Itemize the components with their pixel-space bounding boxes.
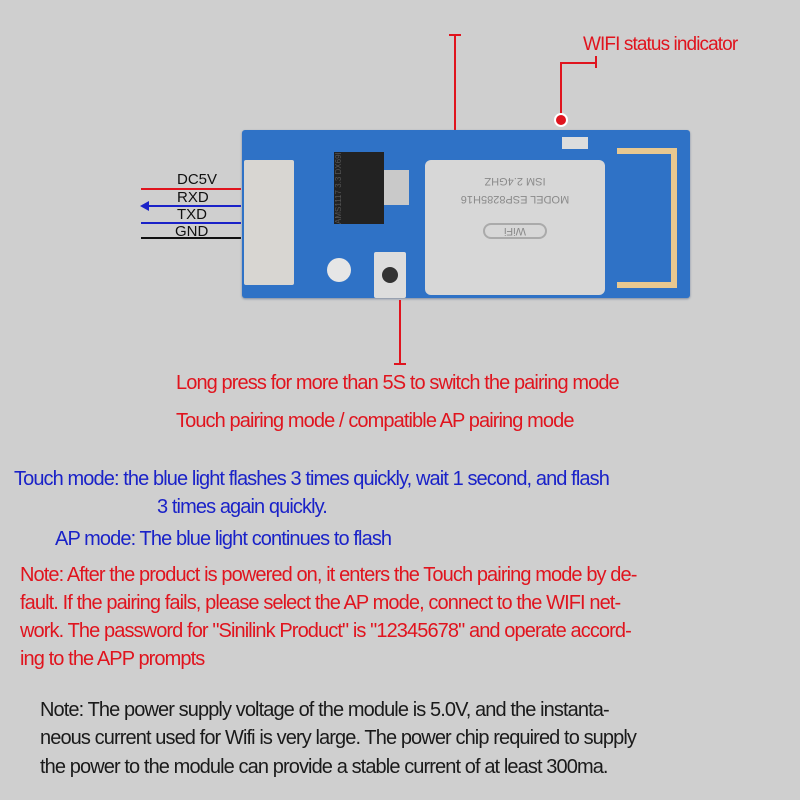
pin-label-dc5v: DC5V (177, 171, 218, 188)
arrow-left-icon (140, 201, 149, 211)
wire-rxd (146, 205, 241, 207)
touch-mode-line1: Touch mode: the blue light flashes 3 tim… (14, 468, 610, 490)
wifi-logo: WiFi (483, 223, 547, 239)
button-cap (382, 267, 398, 283)
wifi-status-led (562, 137, 588, 149)
callout-line-button (399, 300, 401, 365)
pairing-button[interactable] (374, 252, 406, 298)
regulator-tab (384, 170, 409, 205)
pin-label-txd: TXD (177, 206, 207, 223)
note-red-line: Note: After the product is powered on, i… (20, 564, 637, 586)
pairing-modes-label: Touch pairing mode / compatible AP pairi… (176, 410, 574, 432)
callout-cap-button (394, 363, 406, 365)
pin-label-rxd: RXD (177, 189, 209, 206)
wire-dc5v (141, 188, 241, 190)
wifi-callout-cap (595, 56, 597, 68)
wifi-callout-h (560, 62, 596, 64)
wire-txd (141, 222, 241, 224)
note-black-line: Note: The power supply voltage of the mo… (40, 699, 610, 721)
wifi-module-board: AMS1117 3.3 DX69I ISM 2.4GHZ MODEL ESP82… (242, 130, 690, 298)
ap-mode-line: AP mode: The blue light continues to fla… (55, 528, 392, 550)
connector (244, 160, 294, 285)
esp-module-shield: ISM 2.4GHZ MODEL ESP8285H16 WiFi (425, 160, 605, 295)
wifi-callout-v (560, 62, 562, 118)
note-red-line: work. The password for "Sinilink Product… (20, 620, 632, 642)
pin-label-gnd: GND (175, 223, 209, 240)
module-line1: ISM 2.4GHZ (484, 175, 546, 187)
wifi-callout-dot (554, 113, 568, 127)
pcb-antenna (617, 148, 677, 288)
wire-gnd (141, 237, 241, 239)
note-black-line: the power to the module can provide a st… (40, 756, 608, 778)
mounting-hole (327, 258, 351, 282)
note-black-line: neous current used for Wifi is very larg… (40, 727, 637, 749)
module-line2: MODEL ESP8285H16 (460, 193, 570, 205)
voltage-regulator: AMS1117 3.3 DX69I (334, 152, 384, 224)
callout-line-top (454, 34, 456, 130)
note-red-line: fault. If the pairing fails, please sele… (20, 592, 621, 614)
touch-mode-line2: 3 times again quickly. (157, 496, 328, 518)
long-press-label: Long press for more than 5S to switch th… (176, 372, 620, 394)
callout-cap-top (449, 34, 461, 36)
wifi-indicator-label: WIFI status indicator (583, 34, 738, 55)
note-red-line: ing to the APP prompts (20, 648, 205, 670)
